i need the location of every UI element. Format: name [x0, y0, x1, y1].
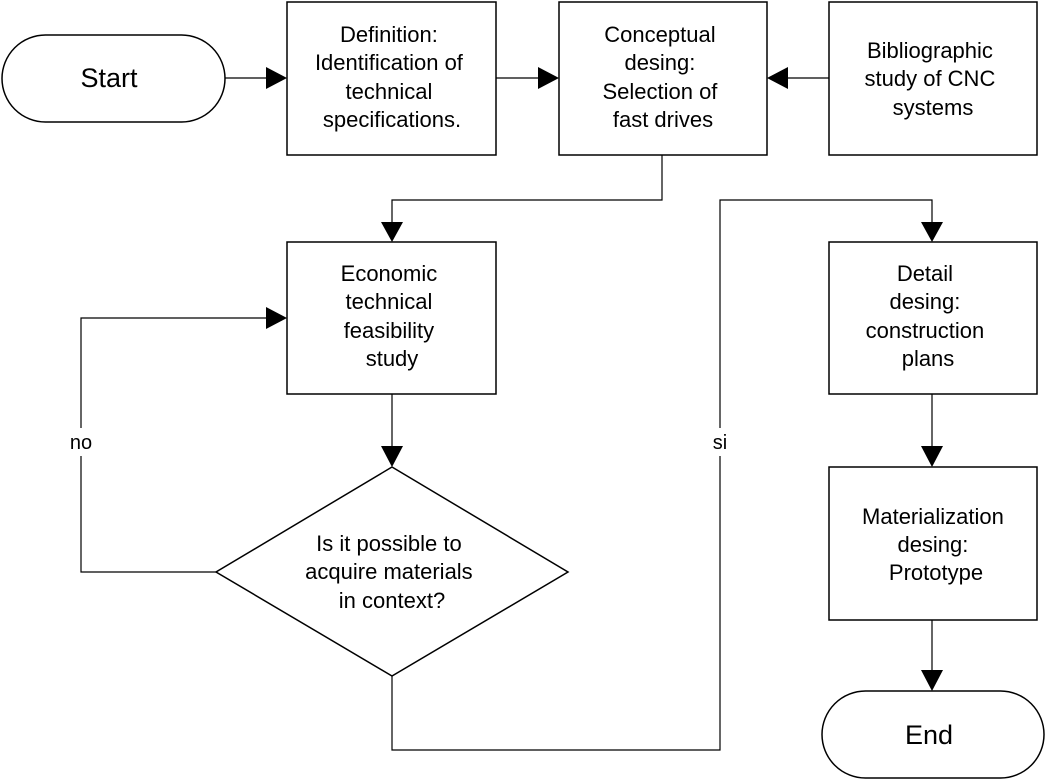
conceptual-line: Conceptual: [604, 22, 715, 47]
decision-line: in context?: [339, 588, 445, 613]
edge-label-no: no: [70, 432, 92, 454]
detail-node: Detail desing: construction plans: [828, 241, 1038, 395]
definition-line: Definition:: [340, 22, 438, 47]
arrowhead-right: [538, 67, 559, 89]
arrowhead-down: [381, 446, 403, 467]
materialization-line: Prototype: [889, 560, 983, 585]
arrowhead-right: [266, 67, 287, 89]
decision-line: Is it possible to: [316, 531, 462, 556]
end-node: End: [821, 690, 1045, 779]
economic-line: Economic: [341, 261, 438, 286]
economic-line: study: [366, 346, 419, 371]
economic-line: technical: [346, 289, 433, 314]
edge-decision-si-to-detail: [391, 199, 933, 751]
end-label: End: [905, 720, 953, 750]
start-node: Start: [1, 34, 226, 123]
definition-line: specifications.: [323, 107, 461, 132]
definition-text: Definition: Identification of technical …: [315, 22, 469, 132]
arrowhead-down: [381, 222, 403, 242]
arrowhead-left: [767, 67, 788, 89]
start-label: Start: [80, 63, 138, 93]
economic-line: feasibility: [344, 318, 434, 343]
arrowhead-down: [921, 446, 943, 467]
edge-conceptual-to-economic: [391, 155, 663, 222]
arrowhead-right: [266, 307, 287, 329]
edge-label-si: si: [713, 432, 727, 454]
conceptual-node: Conceptual desing: Selection of fast dri…: [558, 1, 768, 156]
arrowhead-down: [921, 222, 943, 242]
decision-line: acquire materials: [305, 559, 473, 584]
conceptual-text: Conceptual desing: Selection of fast dri…: [602, 22, 723, 132]
arrowheads: [266, 67, 943, 691]
bibliographic-line: Bibliographic: [867, 38, 993, 63]
conceptual-line: fast drives: [613, 107, 713, 132]
bibliographic-node: Bibliographic study of CNC systems: [828, 1, 1038, 156]
detail-line: Detail: [897, 261, 953, 286]
materialization-line: desing:: [897, 532, 968, 557]
edge-decision-no-to-economic: [80, 317, 266, 573]
arrowhead-down: [921, 670, 943, 691]
conceptual-line: Selection of: [602, 79, 718, 104]
detail-line: desing:: [889, 289, 960, 314]
detail-text: Detail desing: construction plans: [866, 261, 991, 371]
definition-line: technical: [346, 79, 433, 104]
bibliographic-line: study of CNC: [865, 66, 996, 91]
bibliographic-line: systems: [893, 95, 974, 120]
connectors: [80, 77, 933, 751]
detail-line: construction: [866, 318, 985, 343]
edge-label-si-bg: [706, 428, 734, 456]
bibliographic-text: Bibliographic study of CNC systems: [865, 38, 1002, 120]
economic-text: Economic technical feasibility study: [341, 261, 444, 371]
decision-text: Is it possible to acquire materials in c…: [305, 531, 479, 613]
economic-node: Economic technical feasibility study: [286, 241, 497, 395]
definition-node: Definition: Identification of technical …: [286, 1, 497, 156]
definition-line: Identification of: [315, 50, 464, 75]
materialization-node: Materialization desing: Prototype: [828, 466, 1038, 621]
decision-node: Is it possible to acquire materials in c…: [214, 466, 570, 677]
materialization-line: Materialization: [862, 504, 1004, 529]
materialization-text: Materialization desing: Prototype: [862, 504, 1010, 585]
edge-label-no-bg: [63, 428, 99, 456]
detail-line: plans: [902, 346, 955, 371]
conceptual-line: desing:: [624, 50, 695, 75]
